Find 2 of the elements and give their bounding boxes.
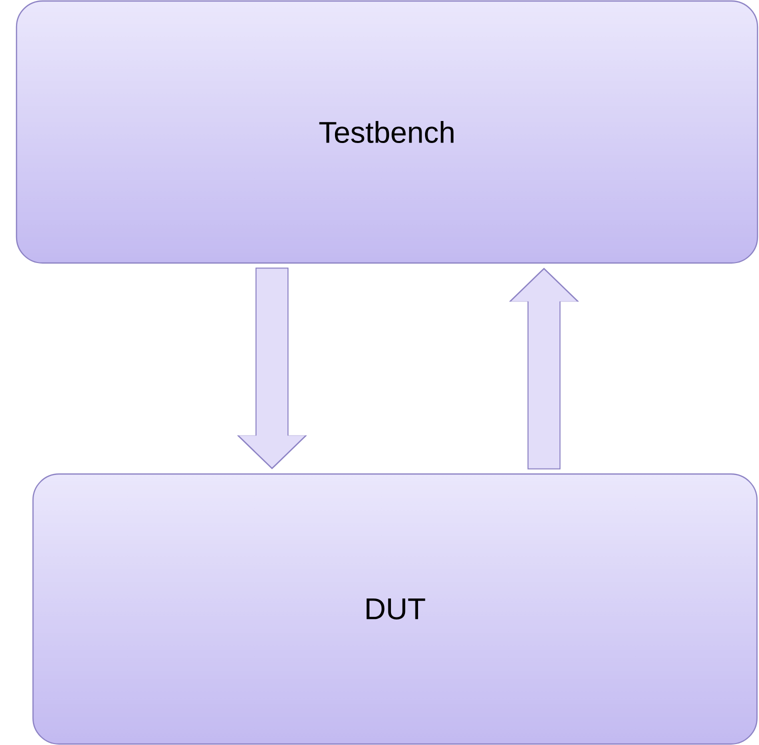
process-box: Testbench — [16, 0, 758, 264]
process-box: DUT — [32, 473, 758, 745]
